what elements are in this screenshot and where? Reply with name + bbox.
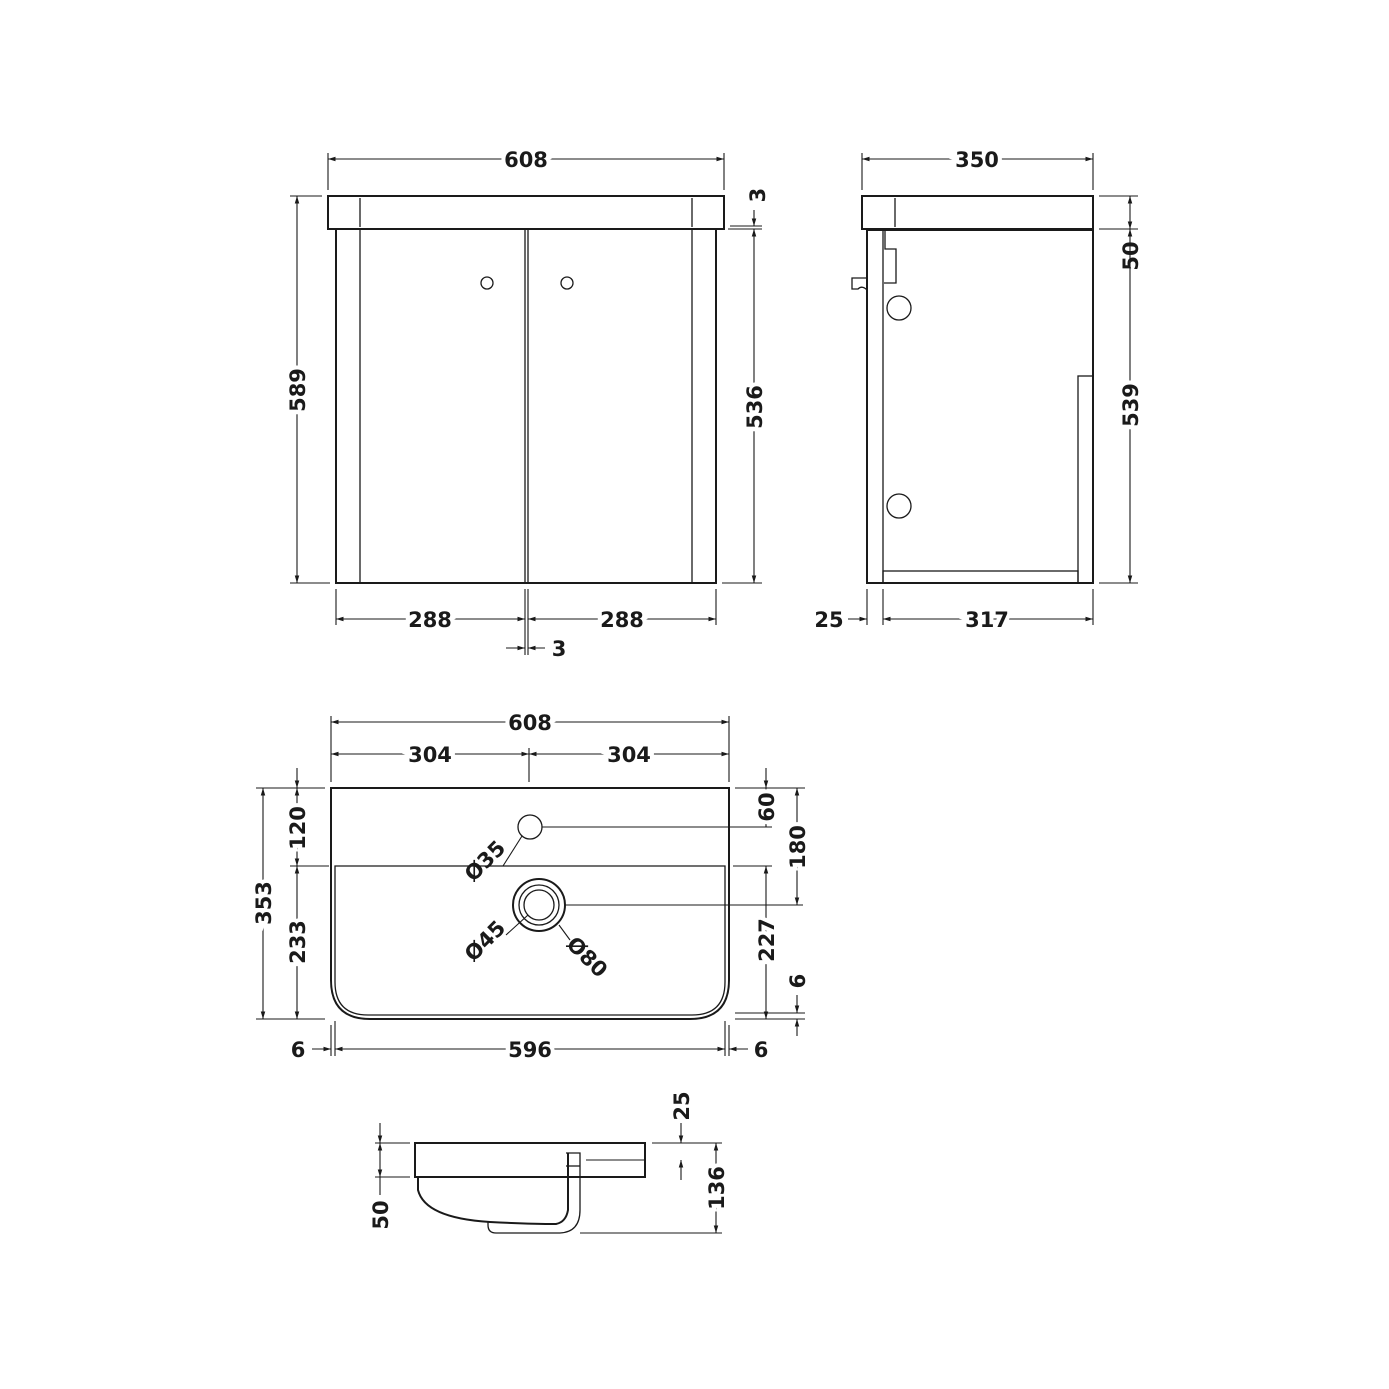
dim-half-right: 304: [607, 743, 651, 767]
basin-section-view: 50 25 136: [369, 1091, 733, 1234]
worktop-side: [861, 195, 1094, 230]
door-knob: [560, 276, 574, 290]
dim-rim-right: 6: [754, 1038, 769, 1062]
tap-hole: [517, 814, 543, 840]
fixing-hole: [886, 295, 912, 321]
dim-door-gap: 3: [552, 637, 567, 661]
dim-carcass-depth: 317: [965, 608, 1009, 632]
label-tap-hole-dia: Ø35: [460, 836, 510, 886]
dim-total-depth: 136: [705, 1166, 729, 1210]
dim-rim-height: 50: [369, 1200, 393, 1229]
label-waste-dia: Ø45: [460, 916, 510, 966]
dim-half-left: 304: [408, 743, 452, 767]
bowl-outline: [334, 865, 726, 1016]
dim-tap-offset: 60: [755, 792, 779, 821]
dim-door-left: 288: [408, 608, 452, 632]
dim-tap-from-back: 120: [286, 806, 310, 850]
dim-side-body: 539: [1119, 383, 1143, 427]
dim-height: 589: [286, 368, 310, 412]
dim-front-rim: 6: [786, 974, 810, 989]
dim-waste-to-front: 227: [755, 918, 779, 962]
fixing-hole: [886, 493, 912, 519]
door-knob: [480, 276, 494, 290]
dim-basin-width: 608: [508, 711, 552, 735]
dim-bowl-length: 233: [286, 920, 310, 964]
waste-outer: [512, 878, 566, 932]
dim-top-thickness: 3: [746, 188, 770, 203]
dim-waste-from-back: 180: [786, 825, 810, 869]
dim-basin-depth: 353: [252, 881, 276, 925]
cabinet-body: [335, 228, 717, 584]
dim-door-right: 288: [600, 608, 644, 632]
front-view: 608 589 536 3 288 288 3: [282, 144, 771, 661]
dim-body-height: 536: [743, 385, 767, 429]
waste-inner: [523, 889, 555, 921]
worktop: [327, 195, 725, 230]
dim-door-thickness: 25: [814, 608, 843, 632]
dim-top-height: 50: [1119, 241, 1143, 270]
basin-plan-view: 608 304 304 120 233 353 60 180 227 6 6 5…: [248, 707, 814, 1066]
cabinet-side: [866, 229, 1094, 584]
dim-width: 608: [504, 148, 548, 172]
dim-rim-left: 6: [291, 1038, 306, 1062]
dim-overflow-depth: 25: [670, 1091, 694, 1120]
dim-depth: 350: [955, 148, 999, 172]
side-view: 350 50 539 25 317: [814, 144, 1147, 636]
basin-outline: [330, 787, 730, 1020]
dim-inner-width: 596: [508, 1038, 552, 1062]
bowl-section: [417, 1153, 569, 1226]
